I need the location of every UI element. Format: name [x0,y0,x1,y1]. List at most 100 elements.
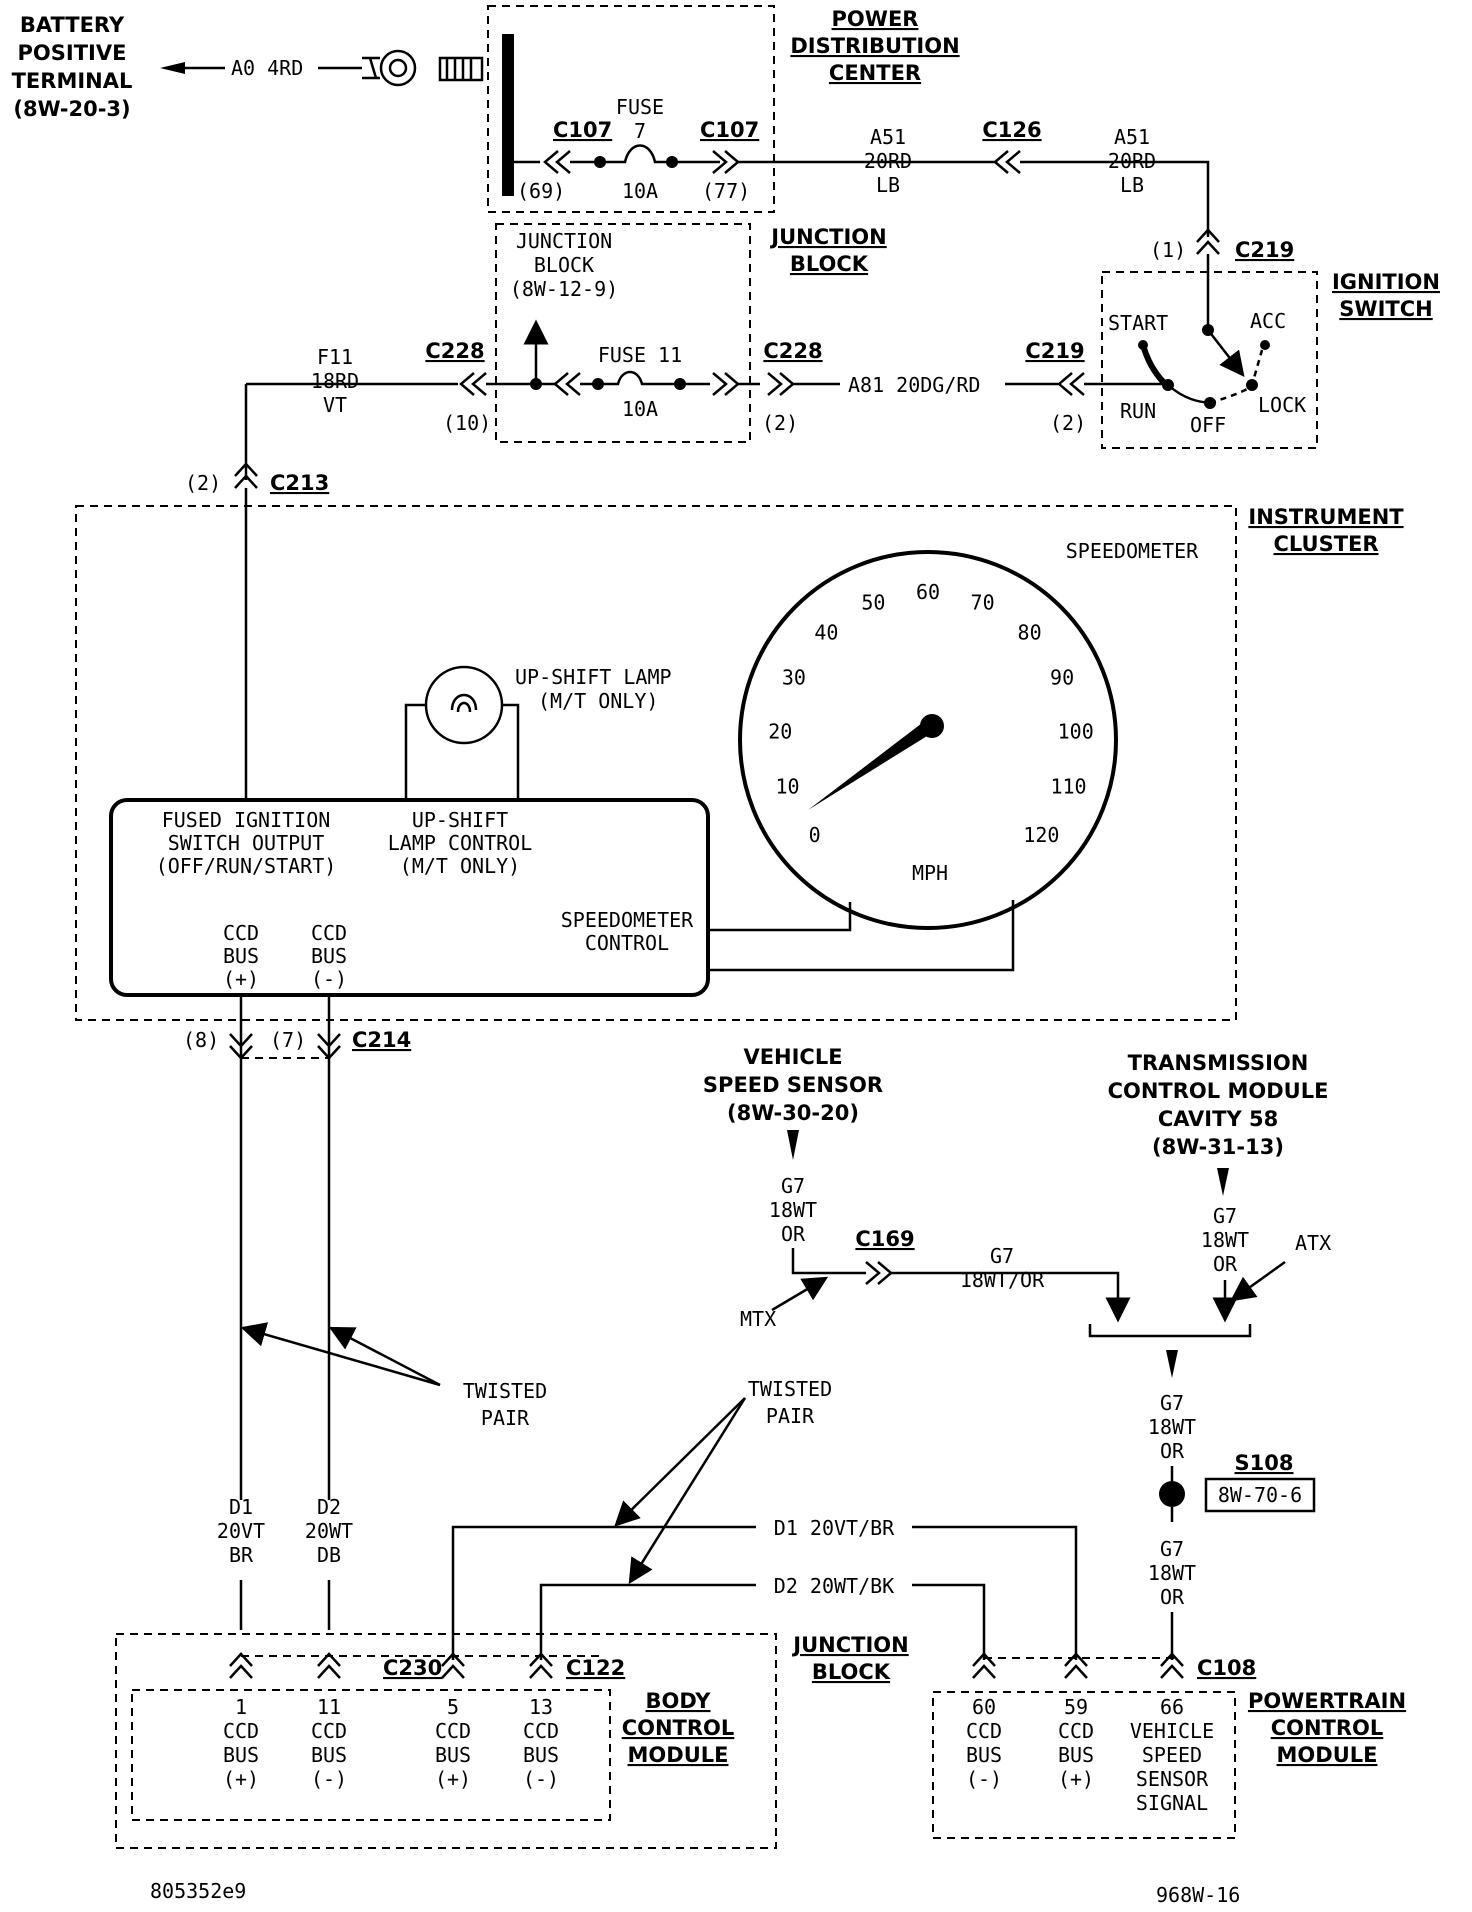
fused-l2: SWITCH OUTPUT [168,831,325,855]
pdc-title: POWER DISTRIBUTION CENTER [790,7,959,85]
gauge-tick-label: 100 [1058,719,1094,743]
c219-mid-connector-icon [1057,372,1085,396]
pin-7: (7) [270,1028,306,1052]
ignition-switch-box [1101,271,1318,449]
fuse7-l2: 7 [634,119,646,143]
d1-wire-left [451,1525,756,1660]
ign-off-label: OFF [1190,413,1226,437]
bcm-pin-l1: CCD [311,1719,347,1743]
gauge-tick-label: 50 [861,591,885,615]
c126-label: C126 [982,118,1041,142]
vss-title: VEHICLE SPEED SENSOR (8W-30-20) [703,1045,883,1125]
s108-label: S108 [1235,1451,1294,1475]
a51-2-l2: 20RD [1108,149,1156,173]
ignition-switch-title: IGNITION SWITCH [1332,270,1440,321]
c219-mid-label: C219 [1025,339,1084,363]
cluster-module-box [109,798,710,997]
pcm-title: POWERTRAIN CONTROL MODULE [1248,1689,1406,1767]
vss-arrow-icon [787,1130,799,1160]
svg-text:CONTROL: CONTROL [1271,1716,1384,1740]
pin-77: (77) [702,179,750,203]
c228-right-label: C228 [763,339,822,363]
ccdm-l3: (-) [311,967,347,991]
svg-text:TRANSMISSION: TRANSMISSION [1128,1051,1309,1075]
pin2-c219: (2) [1050,411,1086,435]
fused-l1: FUSED IGNITION [162,808,331,832]
a51-1-l3: LB [876,173,900,197]
f11-l1: F11 [317,345,353,369]
atx-pointer [1229,1260,1286,1302]
svg-text:SPEED SENSOR: SPEED SENSOR [703,1073,883,1097]
c228-right-connector-icon [767,372,795,396]
d2-left-l3: DB [317,1543,341,1567]
gauge-tick-label: 30 [782,666,806,690]
footer-right: 968W-16 [1156,1883,1240,1907]
pin2-c228: (2) [762,411,798,435]
gauge-tick-label: 80 [1018,620,1042,644]
c107-left-connector-icon [543,150,571,174]
tcm-title: TRANSMISSION CONTROL MODULE CAVITY 58 (8… [1108,1051,1329,1159]
ccdp-l1: CCD [223,921,259,945]
ccdm-l1: CCD [311,921,347,945]
s108-splice [1159,1481,1185,1507]
svg-text:VEHICLE: VEHICLE [743,1045,842,1069]
tcm-arrow-icon [1217,1168,1229,1196]
bcm-pin-l3: (-) [311,1767,347,1791]
svg-text:INSTRUMENT: INSTRUMENT [1248,505,1404,529]
pin66-b: SPEED [1142,1743,1202,1767]
g7-vss-l1: G7 [781,1174,805,1198]
d1-left-l1: D1 [229,1495,253,1519]
c214-label: C214 [352,1028,411,1052]
gauge-tick-label: 40 [814,620,838,644]
spd-l1: SPEEDOMETER [561,908,694,932]
pcm-pin-connector-icon [1064,1652,1088,1679]
battery-l3: TERMINAL [12,69,133,93]
bcm-pin-l2: BUS [523,1743,559,1767]
g7-s108-bot-l1: G7 [1160,1537,1184,1561]
svg-text:MODULE: MODULE [628,1743,729,1767]
pin66-d: SIGNAL [1136,1791,1208,1815]
bcm-pin-l1: CCD [435,1719,471,1743]
d1-wire-label: D1 20VT/BR [774,1516,895,1540]
fuse11-left-connector-icon [553,372,581,396]
a51-wire-2 [1020,160,1210,237]
svg-text:BLOCK: BLOCK [790,252,869,276]
lamp-l1: UP-SHIFT [412,808,508,832]
svg-text:IGNITION: IGNITION [1332,270,1440,294]
pcm-pin66-connector-icon [1160,1652,1184,1679]
speedometer-label: SPEEDOMETER [1066,539,1199,563]
c107-right-label: C107 [700,118,759,142]
g7-s108-top-l1: G7 [1160,1391,1184,1415]
g7-mid-l1: G7 [990,1244,1014,1268]
lamp-l3: (M/T ONLY) [400,854,520,878]
upshift-l2: (M/T ONLY) [538,689,658,713]
fuse11-amp: 10A [622,397,658,421]
ccdp-l3: (+) [223,967,259,991]
twisted-pointer-1 [240,1322,441,1387]
d2-left-l1: D2 [317,1495,341,1519]
bcm-pin-connector-icon [229,1652,253,1679]
junction-block-upper-box [495,223,751,443]
fused-l3: (OFF/RUN/START) [156,854,337,878]
ign-start-label: START [1108,311,1168,335]
fuse-7-icon [600,144,672,164]
a51-1-l2: 20RD [864,149,912,173]
bcm-pin-l2: BUS [223,1743,259,1767]
a51-2-l3: LB [1120,173,1144,197]
svg-text:BODY: BODY [646,1689,712,1713]
fuse11-l1: FUSE 11 [598,343,682,367]
gauge-tick-label: 20 [768,719,792,743]
battery-l1: BATTERY [20,13,125,37]
c228-left-connector-icon [459,372,487,396]
bcm-pin-number: 5 [447,1695,459,1719]
d1-left-l2: 20VT [217,1519,265,1543]
pin1-c219: (1) [1150,238,1186,262]
fuse7-l1: FUSE [616,95,664,119]
gauge-tick-label: 0 [809,823,821,847]
atx-label: ATX [1295,1231,1331,1255]
fuse11-right-connector-icon [712,372,740,396]
battery-l4: (8W-20-3) [13,97,130,121]
